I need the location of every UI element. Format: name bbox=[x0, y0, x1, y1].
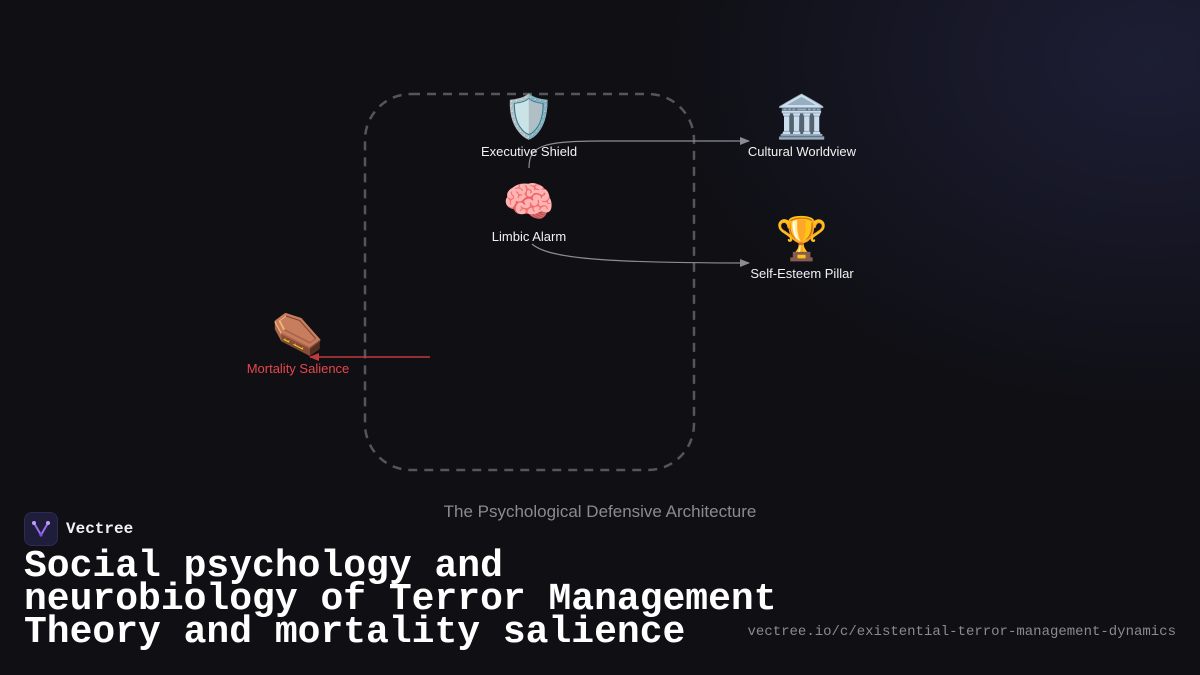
defensive-architecture-group bbox=[363, 92, 696, 472]
node-label: Executive Shield bbox=[480, 144, 578, 159]
classical-building-icon: 🏛️ bbox=[775, 93, 829, 140]
node-label: Cultural Worldview bbox=[747, 144, 857, 159]
node-self-esteem-pillar: 🏆 Self-Esteem Pillar bbox=[722, 215, 882, 282]
edge-executive-to-cultural bbox=[528, 137, 750, 169]
node-cultural-worldview: 🏛️ Cultural Worldview bbox=[722, 93, 882, 160]
source-url: vectree.io/c/existential-terror-manageme… bbox=[747, 624, 1176, 640]
trophy-icon: 🏆 bbox=[775, 215, 829, 262]
node-limbic-alarm: 🧠 Limbic Alarm bbox=[449, 178, 609, 245]
page-title: Social psychology and neurobiology of Te… bbox=[24, 545, 777, 654]
node-label: Limbic Alarm bbox=[491, 229, 567, 244]
edge-limbic-to-selfesteem bbox=[531, 243, 750, 267]
node-executive-shield: 🛡️ Executive Shield bbox=[449, 93, 609, 160]
node-mortality-salience: ⚰️ Mortality Salience bbox=[218, 310, 378, 377]
node-label: Self-Esteem Pillar bbox=[750, 266, 854, 281]
brand-name: Vectree bbox=[66, 520, 134, 538]
vectree-logo-icon bbox=[24, 512, 58, 546]
diagram-caption: The Psychological Defensive Architecture bbox=[443, 502, 757, 521]
node-label: Mortality Salience bbox=[246, 361, 350, 376]
brain-icon: 🧠 bbox=[502, 178, 556, 225]
coffin-icon: ⚰️ bbox=[271, 310, 325, 357]
shield-icon: 🛡️ bbox=[502, 93, 556, 140]
brand: Vectree bbox=[24, 512, 133, 546]
